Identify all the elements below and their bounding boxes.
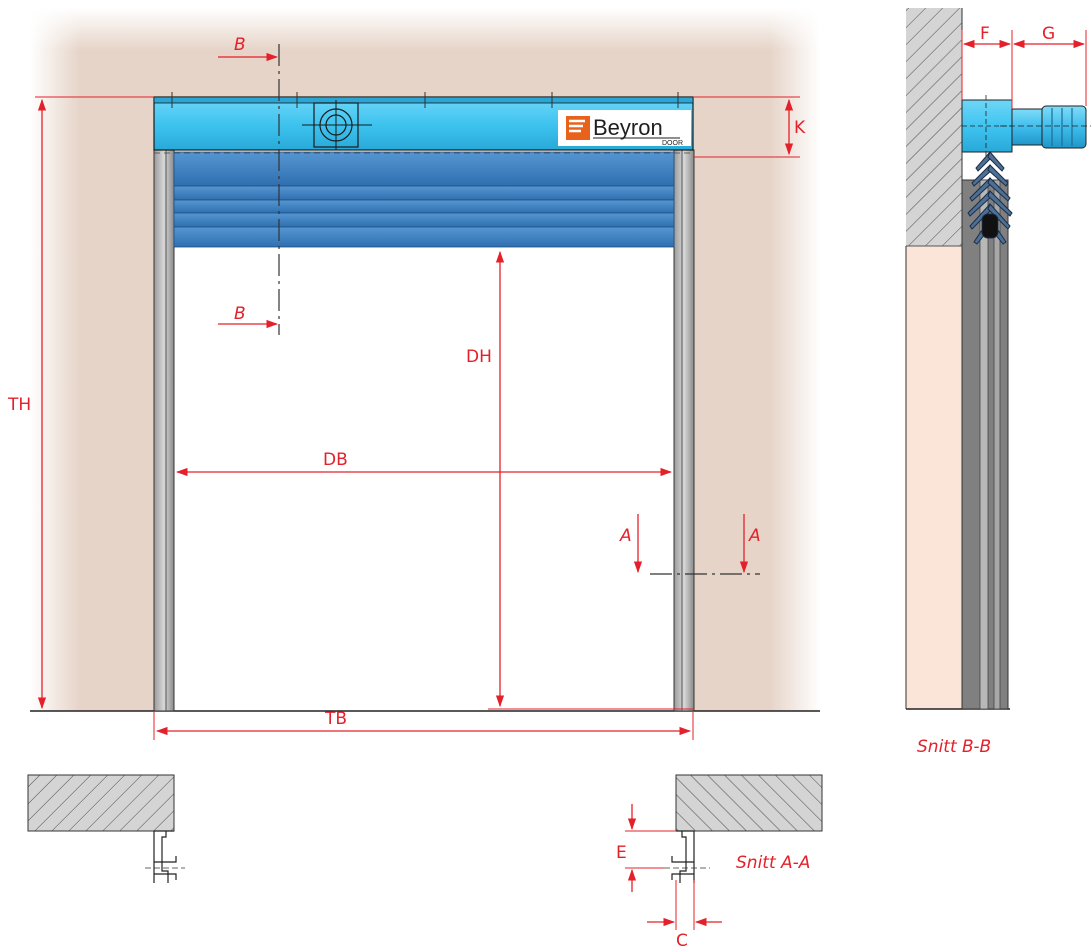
label-db: DB [323, 450, 348, 470]
motor-access-icon [302, 100, 372, 150]
logo-sub: DOOR [662, 140, 683, 147]
dimension-f: F [961, 24, 1013, 109]
label-k: K [794, 118, 806, 138]
dimension-th: TH [7, 96, 154, 710]
dimension-tb: TB [153, 709, 694, 740]
label-c: C [676, 931, 688, 951]
section-a-left-marker: A [619, 526, 632, 546]
front-view: Beyron DOOR B B A A TH [7, 8, 820, 740]
label-e: E [616, 843, 627, 863]
label-g: G [1042, 24, 1055, 44]
motor-icon [1000, 105, 1091, 149]
label-f: F [980, 24, 990, 44]
rolled-curtain [967, 151, 1013, 245]
caption-section-bb: Snitt B-B [917, 737, 991, 757]
left-guide-rail [153, 149, 175, 712]
dimension-dh: DH [466, 250, 693, 710]
right-guide-rail [673, 149, 695, 712]
door-curtain [173, 151, 675, 248]
dimension-g: G [1012, 24, 1087, 106]
section-b-top-marker: B [234, 35, 246, 55]
section-b-cut-line: B B [218, 35, 280, 335]
caption-section-aa: Snitt A-A [736, 853, 810, 873]
label-tb: TB [324, 709, 347, 729]
logo-name: Beyron [593, 115, 663, 140]
dimension-c: C [647, 880, 722, 951]
section-aa-plan: E C Snitt A-A [27, 774, 823, 951]
section-a-cut-line: A A [619, 514, 761, 575]
label-dh: DH [466, 347, 492, 367]
dimension-e: E [616, 804, 676, 892]
dimension-db: DB [175, 450, 673, 477]
beyron-logo: Beyron DOOR [558, 110, 691, 147]
dimension-k: K [693, 96, 806, 158]
roller-housing: Beyron DOOR [153, 92, 694, 151]
section-a-right-marker: A [748, 526, 761, 546]
section-b-bottom-marker: B [234, 304, 246, 324]
section-bb-side: F G Snitt B-B [905, 8, 1091, 757]
label-th: TH [7, 395, 31, 415]
